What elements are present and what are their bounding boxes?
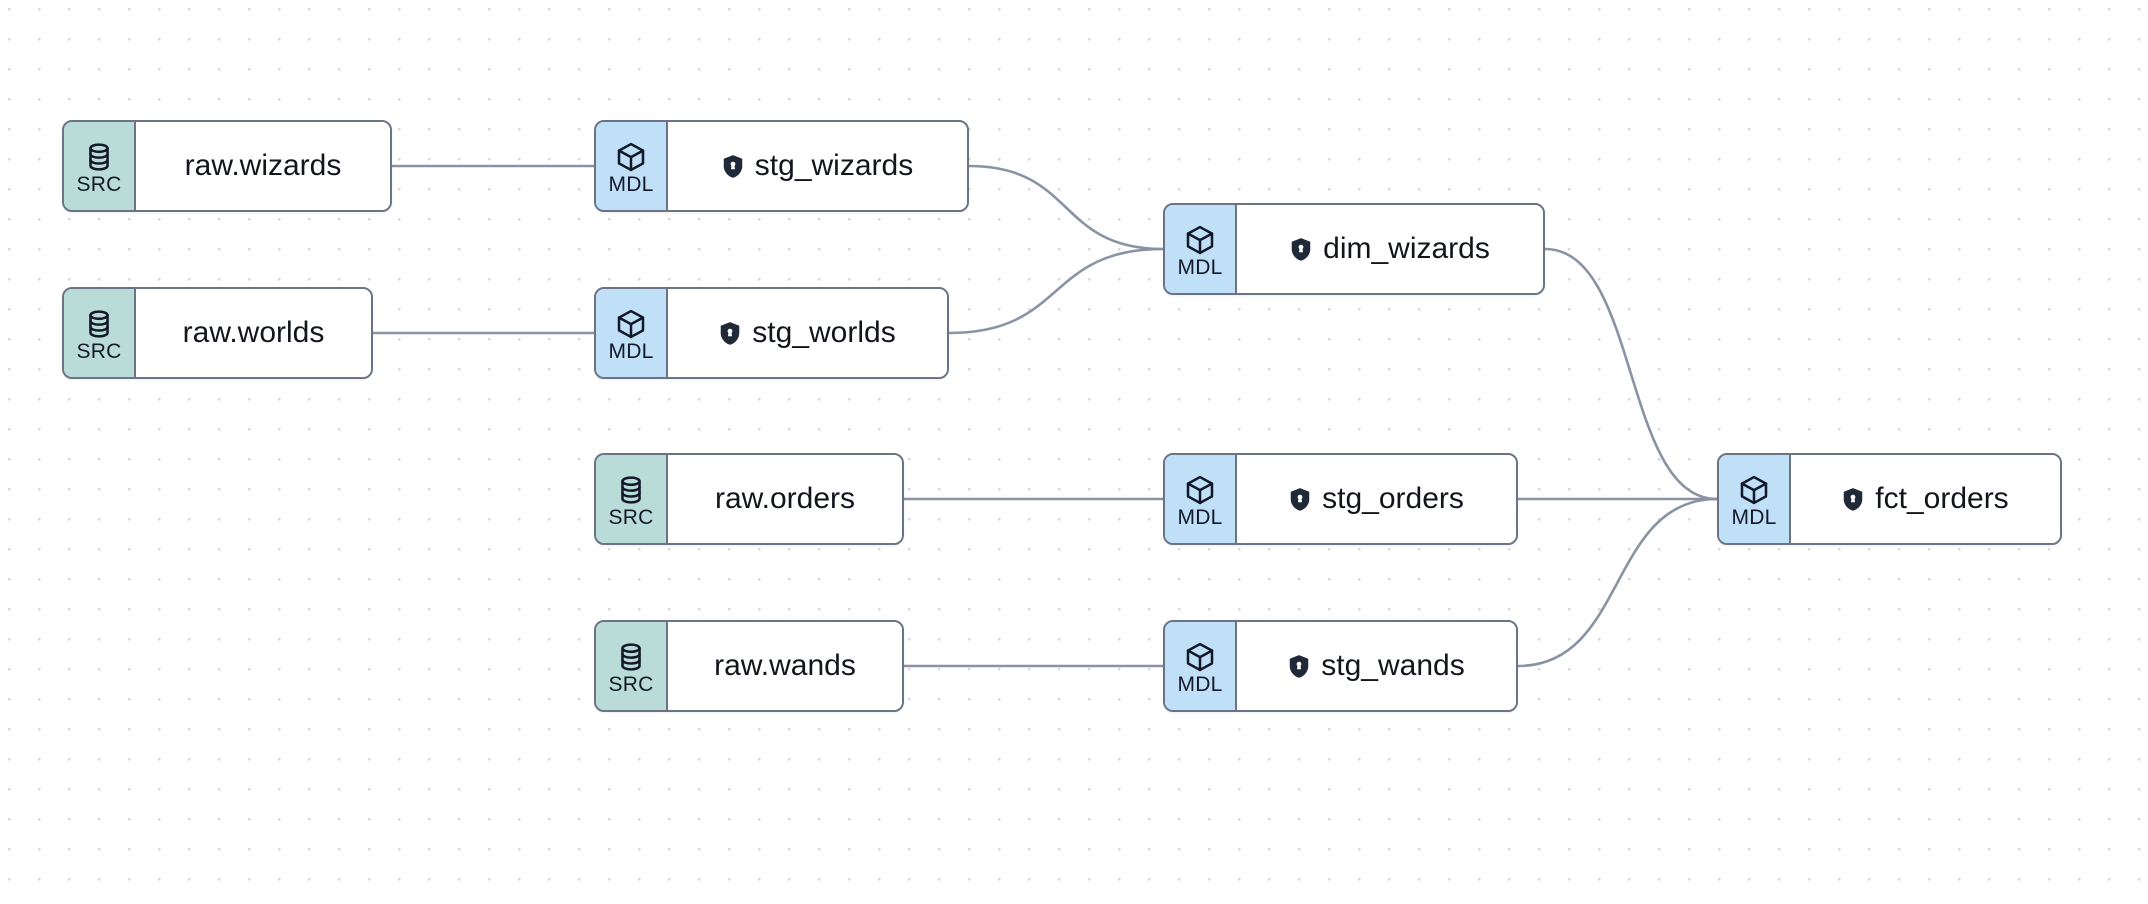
node-body: stg_wizards xyxy=(668,122,967,210)
node-body: raw.wizards xyxy=(136,122,390,210)
node-raw_orders[interactable]: SRC raw.orders xyxy=(594,453,904,545)
node-raw_worlds[interactable]: SRC raw.worlds xyxy=(62,287,373,379)
node-type-code: MDL xyxy=(1731,506,1777,529)
database-icon xyxy=(82,308,116,340)
node-label: dim_wizards xyxy=(1323,232,1490,265)
cube-icon xyxy=(1183,474,1217,506)
node-label: stg_wizards xyxy=(754,149,914,182)
node-label: stg_worlds xyxy=(752,316,896,349)
node-body: raw.wands xyxy=(668,622,902,710)
node-label: stg_wands xyxy=(1321,649,1465,682)
cube-icon xyxy=(1183,641,1217,673)
node-type-code: MDL xyxy=(608,173,654,196)
database-icon xyxy=(614,474,648,506)
shield-lock-icon xyxy=(1289,487,1311,512)
shield-lock-icon xyxy=(1842,487,1864,512)
node-body: raw.orders xyxy=(668,455,902,543)
node-label: stg_orders xyxy=(1322,482,1464,515)
cube-icon xyxy=(1183,224,1217,256)
node-body: fct_orders xyxy=(1791,455,2060,543)
node-type-badge: MDL xyxy=(1719,455,1791,543)
shield-lock-icon xyxy=(1290,237,1312,262)
node-label: raw.wands xyxy=(714,649,856,682)
node-type-code: SRC xyxy=(76,173,122,196)
database-icon xyxy=(82,141,116,173)
node-body: raw.worlds xyxy=(136,289,371,377)
node-type-badge: SRC xyxy=(596,622,668,710)
node-label: raw.wizards xyxy=(184,149,342,182)
node-type-badge: MDL xyxy=(1165,455,1237,543)
node-label: raw.orders xyxy=(714,482,856,515)
node-body: dim_wizards xyxy=(1237,205,1543,293)
cube-icon xyxy=(614,308,648,340)
node-type-code: MDL xyxy=(608,340,654,363)
node-raw_wizards[interactable]: SRC raw.wizards xyxy=(62,120,392,212)
node-stg_wizards[interactable]: MDL stg_wizards xyxy=(594,120,969,212)
node-body: stg_orders xyxy=(1237,455,1516,543)
edge-stg_worlds-to-dim_wizards xyxy=(947,247,1165,335)
node-type-code: MDL xyxy=(1177,256,1223,279)
node-type-code: MDL xyxy=(1177,506,1223,529)
edge-stg_wizards-to-dim_wizards xyxy=(967,164,1165,251)
shield-lock-icon xyxy=(719,321,741,346)
cube-icon xyxy=(614,141,648,173)
edge-stg_wands-to-fct_orders xyxy=(1516,497,1719,668)
node-type-code: SRC xyxy=(608,673,654,696)
node-type-code: MDL xyxy=(1177,673,1223,696)
node-stg_orders[interactable]: MDL stg_orders xyxy=(1163,453,1518,545)
shield-lock-icon xyxy=(722,154,744,179)
node-body: stg_worlds xyxy=(668,289,947,377)
database-icon xyxy=(614,641,648,673)
node-type-badge: MDL xyxy=(596,122,668,210)
node-type-badge: MDL xyxy=(596,289,668,377)
node-dim_wizards[interactable]: MDL dim_wizards xyxy=(1163,203,1545,295)
node-type-badge: SRC xyxy=(596,455,668,543)
node-type-badge: MDL xyxy=(1165,205,1237,293)
node-label: raw.worlds xyxy=(182,316,325,349)
edge-dim_wizards-to-fct_orders xyxy=(1543,247,1719,501)
shield-lock-icon xyxy=(1288,654,1310,679)
node-label: fct_orders xyxy=(1875,482,2009,515)
node-raw_wands[interactable]: SRC raw.wands xyxy=(594,620,904,712)
node-type-code: SRC xyxy=(76,340,122,363)
node-type-badge: SRC xyxy=(64,122,136,210)
node-stg_worlds[interactable]: MDL stg_worlds xyxy=(594,287,949,379)
cube-icon xyxy=(1737,474,1771,506)
node-type-badge: SRC xyxy=(64,289,136,377)
node-type-badge: MDL xyxy=(1165,622,1237,710)
node-body: stg_wands xyxy=(1237,622,1516,710)
node-type-code: SRC xyxy=(608,506,654,529)
node-stg_wands[interactable]: MDL stg_wands xyxy=(1163,620,1518,712)
node-fct_orders[interactable]: MDL fct_orders xyxy=(1717,453,2062,545)
